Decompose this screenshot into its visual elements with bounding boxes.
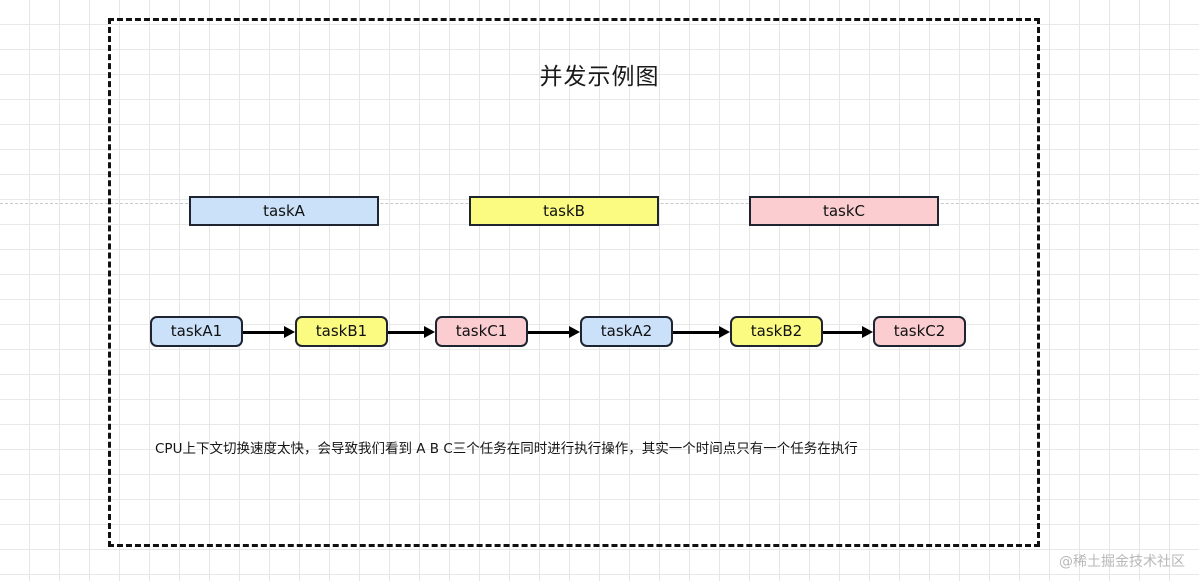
arrow-taskB2-to-taskC2 (823, 325, 873, 339)
sequence-box-taskB2: taskB2 (730, 316, 823, 347)
arrow-taskB1-to-taskC1 (388, 325, 435, 339)
sequence-box-taskC1: taskC1 (435, 316, 528, 347)
arrow-taskA1-to-taskB1 (243, 325, 295, 339)
arrow-taskA2-to-taskB2 (673, 325, 730, 339)
sequence-box-taskA2: taskA2 (580, 316, 673, 347)
task-box-taskB: taskB (469, 196, 659, 226)
task-box-taskC: taskC (749, 196, 939, 226)
sequence-box-taskC2: taskC2 (873, 316, 966, 347)
sequence-box-taskB1: taskB1 (295, 316, 388, 347)
diagram-dashed-frame (108, 18, 1040, 547)
arrow-taskC1-to-taskA2 (528, 325, 580, 339)
diagram-caption: CPU上下文切换速度太快，会导致我们看到 A B C三个任务在同时进行执行操作，… (155, 441, 858, 457)
page-title: 并发示例图 (539, 64, 660, 90)
sequence-box-taskA1: taskA1 (150, 316, 243, 347)
task-box-taskA: taskA (189, 196, 379, 226)
watermark: @稀土掘金技术社区 (1059, 554, 1185, 570)
